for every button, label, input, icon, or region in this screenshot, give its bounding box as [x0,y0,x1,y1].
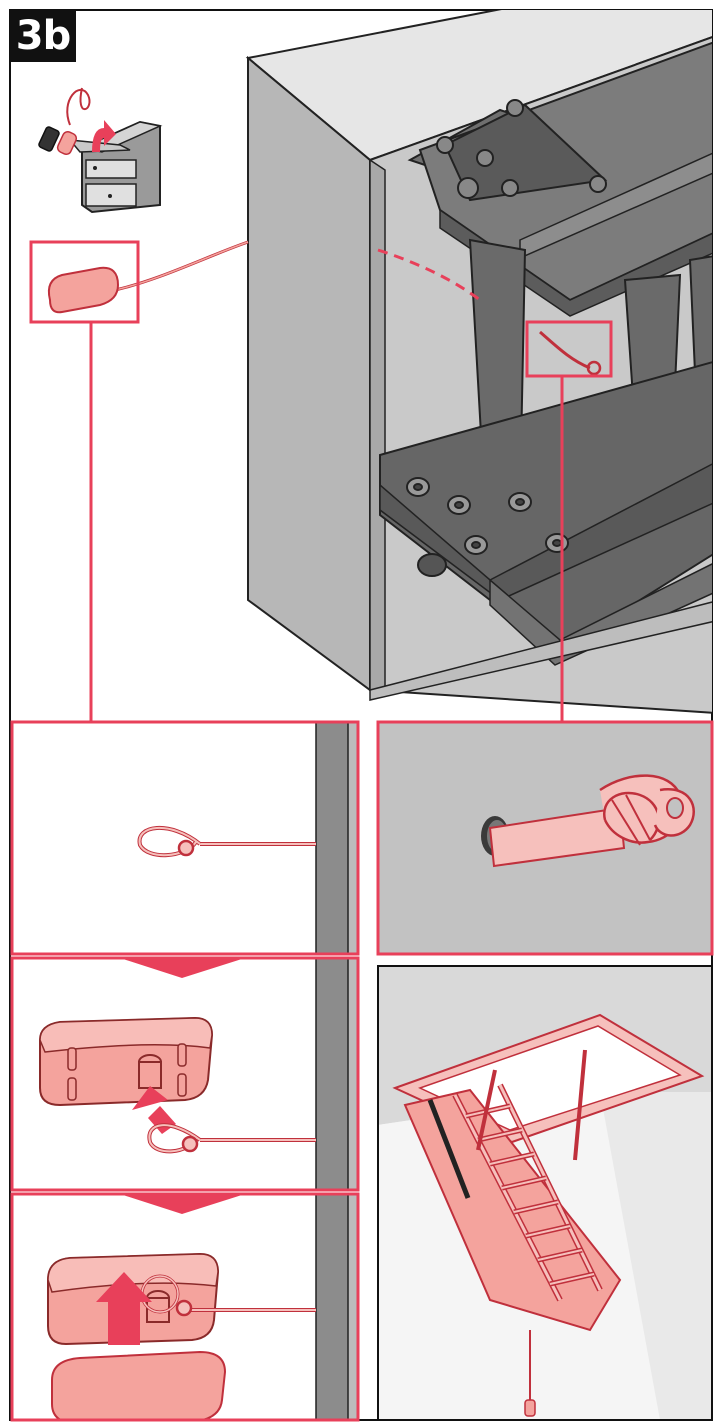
drawer-cabinet-icon [70,122,160,212]
pull-cord-handle-icon [49,268,118,312]
step-number-badge: 3b [10,10,76,62]
pull-cord-handle-icon [38,126,78,156]
panel-close-handle [12,1194,358,1422]
panel-thread-cord [12,958,358,1198]
ladder-in-cabinet-scene [115,0,720,716]
cord-coil-icon [67,88,89,125]
panel-installed-ladder [378,966,712,1420]
panel-knot-closeup [378,722,712,954]
panel-tie-loop [12,722,358,962]
